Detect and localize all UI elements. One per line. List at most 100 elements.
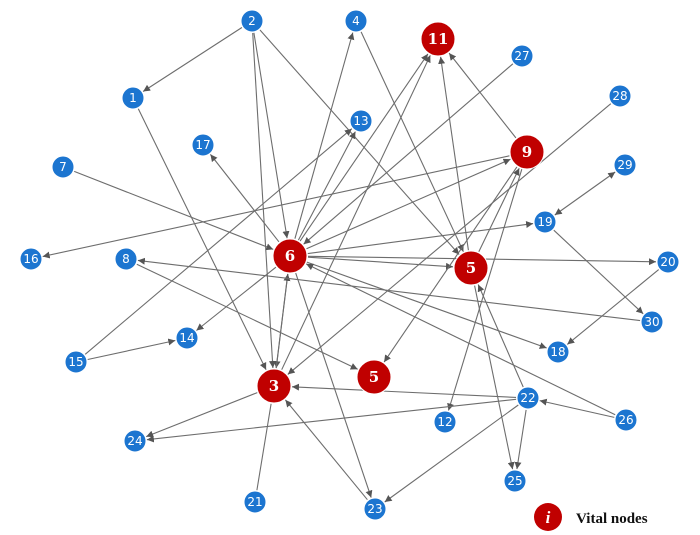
node-n8: 8 [114,247,138,271]
edge-v6-n4 [294,32,355,239]
legend-symbol: i [546,508,551,527]
node-label: 16 [23,252,38,266]
edge-v6-v5a [307,256,454,270]
legend-label: Vital nodes [576,511,648,527]
edge-n22-v5a [477,284,524,388]
node-label: 1 [129,91,137,105]
edge-v3-n24 [145,392,258,438]
vital-node-v3: 3 [256,368,292,404]
node-label: 6 [285,247,295,265]
edge-n2-v6 [253,32,290,239]
edge-v6-n17 [209,154,280,243]
node-circle [51,155,75,179]
node-n24: 24 [123,429,147,453]
node-circle [272,238,308,274]
node-n26: 26 [614,408,638,432]
edge-n8-v5b [136,263,358,370]
node-circle [509,134,545,170]
node-label: 5 [466,259,476,277]
node-circle [121,86,145,110]
node-label: 27 [514,49,529,63]
node-circle [640,310,664,334]
node-label: 21 [247,495,262,509]
node-label: 11 [428,30,449,48]
edge-v3-v6 [275,273,291,369]
node-circle [363,497,387,521]
node-n14: 14 [175,326,199,350]
node-n1: 1 [121,86,145,110]
edge-v9-n12 [447,169,523,411]
node-circle [533,210,557,234]
node-circle [123,429,147,453]
edge-n19-n30 [553,229,644,315]
edge-n2-v5a [259,29,460,255]
edge-n29-n19 [554,171,616,216]
node-circle [344,9,368,33]
node-n12: 12 [433,410,457,434]
node-circle [503,469,527,493]
node-label: 12 [437,415,452,429]
edge-n1-v3 [137,108,267,371]
edge-v9-v11 [448,52,517,139]
node-n27: 27 [510,44,534,68]
node-label: 15 [68,355,83,369]
edge-n27-v6 [303,63,514,245]
node-label: 2 [248,14,256,28]
node-label: 22 [520,391,535,405]
node-n30: 30 [640,310,664,334]
node-circle [614,408,638,432]
vital-node-v9: 9 [509,134,545,170]
node-circle [516,386,540,410]
node-n15: 15 [64,350,88,374]
edge-n26-n22 [539,398,615,418]
edge-v5a-v9 [478,167,520,253]
node-n21: 21 [243,490,267,514]
node-circle [114,247,138,271]
node-label: 9 [522,143,532,161]
edge-n15-n14 [87,338,176,361]
edge-n2-n1 [142,27,243,92]
edge-v6-n19 [307,221,534,255]
node-label: 24 [127,434,142,448]
node-label: 3 [269,377,279,395]
node-circle [546,340,570,364]
vital-node-v11: 11 [420,21,456,57]
node-circle [656,250,680,274]
node-label: 17 [195,138,210,152]
node-circle [19,247,43,271]
edge-v6-n18 [306,261,547,349]
node-circle [608,84,632,108]
edge-v3-v11 [281,55,431,370]
node-n19: 19 [533,210,557,234]
node-label: 8 [122,252,130,266]
node-label: 28 [612,89,627,103]
node-n2: 2 [240,9,264,33]
node-n23: 23 [363,497,387,521]
edge-v6-n14 [196,266,277,331]
vital-node-v6: 6 [272,238,308,274]
node-label: 26 [618,413,633,427]
node-circle [420,21,456,57]
node-label: 23 [367,502,382,516]
edge-n28-v3 [287,103,612,375]
node-label: 30 [644,315,659,329]
edge-n15-n13 [84,128,353,355]
node-label: 4 [352,14,360,28]
legend-vital-node-icon [534,503,562,531]
vital-node-v5a: 5 [453,250,489,286]
node-n17: 17 [191,133,215,157]
node-n20: 20 [656,250,680,274]
node-circle [356,359,392,395]
node-n29: 29 [613,153,637,177]
node-circle [453,250,489,286]
node-label: 20 [660,255,675,269]
node-circle [433,410,457,434]
edge-n22-v3 [291,383,517,398]
edge-n2-v3 [252,32,276,369]
node-circle [240,9,264,33]
node-n22: 22 [516,386,540,410]
node-circle [191,133,215,157]
node-circle [613,153,637,177]
edge-v6-v9 [306,158,511,250]
